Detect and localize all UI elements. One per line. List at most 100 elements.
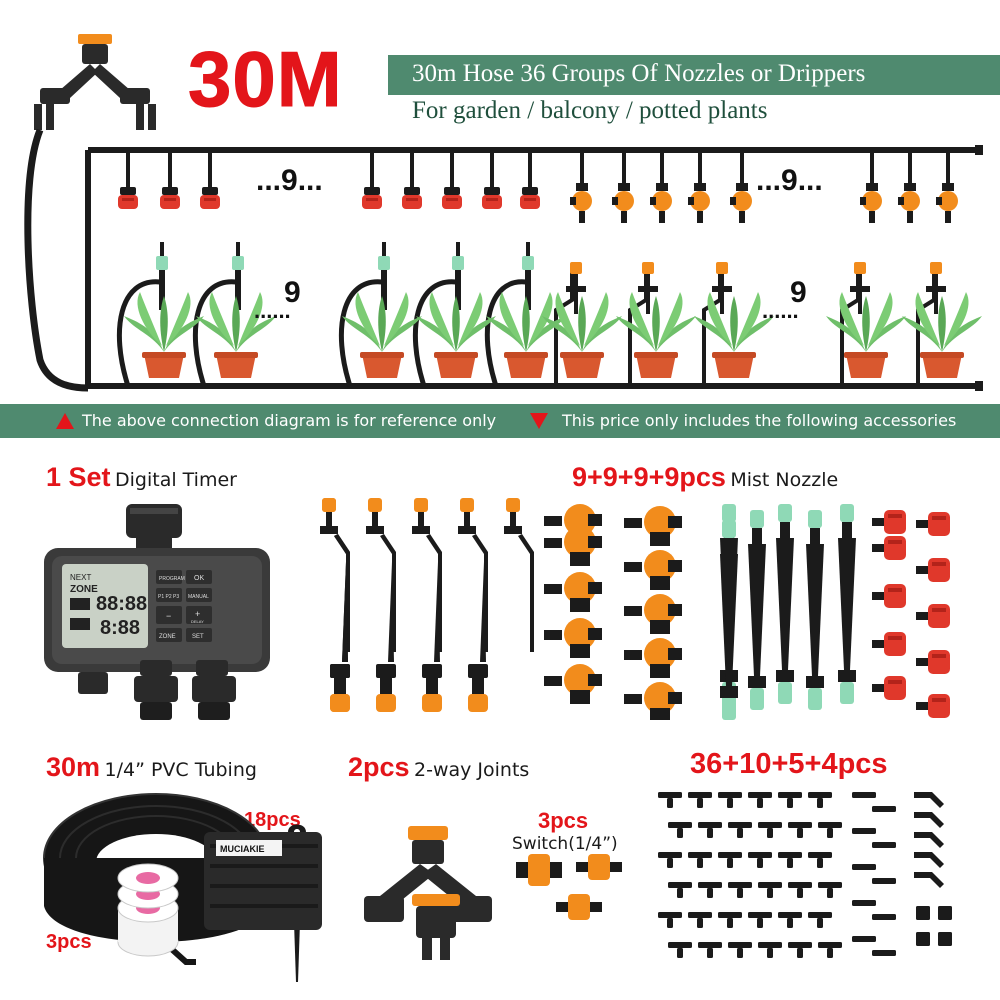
btn-plus: +: [195, 609, 200, 619]
tubing-name: 1/4” PVC Tubing: [104, 759, 257, 781]
tee-connector: [818, 822, 842, 828]
straight-coupler: [872, 914, 896, 920]
tee-connector: [718, 792, 742, 798]
tape-qty: 3pcs: [46, 931, 92, 953]
connectors-qty: 36+10+5+4pcs: [690, 748, 888, 780]
joints-name: 2-way Joints: [414, 759, 530, 781]
lcd-zone: ZONE: [70, 584, 98, 595]
red-drippers-icon: [872, 510, 950, 718]
tee-connector: [668, 942, 692, 948]
btn-delay: DELAY: [191, 619, 204, 624]
digital-timer-icon: NEXT ZONE 88:88 8:88 PROGRAM OK P1 P2 P3…: [44, 504, 270, 720]
stakes-qty: 18pcs: [244, 809, 301, 831]
header-banner: [388, 55, 1000, 95]
elbow-connector: [914, 812, 944, 828]
straight-coupler: [872, 878, 896, 884]
mint-stake-group: [116, 242, 534, 387]
lcd-time2: 8:88: [100, 617, 140, 639]
tee-connector: [758, 942, 782, 948]
bottom-orange-count: 9: [790, 276, 807, 309]
bag-brand: MUCIAKIE: [220, 844, 265, 854]
tubing-qty: 30m: [46, 752, 101, 782]
tee-connector: [788, 882, 812, 888]
timer-qty: 1 Set: [46, 462, 111, 492]
tee-connector: [658, 852, 682, 858]
orange-adjustable-drippers-icon: [544, 504, 682, 720]
tee-connector: [748, 912, 772, 918]
tee-connector: [748, 852, 772, 858]
straight-coupler: [852, 936, 876, 942]
switch-valve-icon: [516, 854, 622, 920]
joints-label: 2pcs 2-way Joints: [348, 754, 529, 781]
tee-connector: [758, 822, 782, 828]
straight-coupler: [872, 842, 896, 848]
y-connector-icon: [34, 34, 156, 130]
switch-qty: 3pcs: [538, 808, 589, 833]
header-subtitle: For garden / balcony / potted plants: [412, 97, 768, 124]
tee-connector: [698, 882, 722, 888]
top-red-dots: ...9...: [256, 164, 323, 197]
two-way-joint-icon: [364, 826, 492, 960]
triangle-down-icon: [530, 413, 548, 429]
tee-connector: [718, 912, 742, 918]
tee-connector: [668, 822, 692, 828]
bottom-mint-dots: ......: [254, 298, 291, 323]
connectors-grid-icon: [658, 792, 952, 958]
header-banner-text: 30m Hose 36 Groups Of Nozzles or Dripper…: [412, 60, 866, 87]
orange-spray-stakes-icon: [320, 498, 534, 712]
tee-connector: [728, 942, 752, 948]
end-plug: [938, 932, 952, 946]
tee-connector: [668, 882, 692, 888]
tee-connector: [808, 912, 832, 918]
straight-coupler: [852, 900, 876, 906]
btn-ok: OK: [194, 575, 204, 582]
btn-zone: ZONE: [159, 634, 176, 640]
btn-set: SET: [192, 634, 204, 640]
tee-connector: [788, 822, 812, 828]
notice-right: This price only includes the following a…: [562, 411, 957, 430]
elbow-connector: [914, 852, 944, 868]
tee-connector: [778, 792, 802, 798]
triangle-up-icon: [56, 413, 74, 429]
notice-band: [0, 404, 1000, 438]
connection-diagram: ...9... ...9... 9: [24, 34, 983, 392]
tee-connector: [808, 852, 832, 858]
tubing-label: 30m 1/4” PVC Tubing: [46, 754, 257, 781]
btn-manual: MANUAL: [188, 594, 209, 600]
bottom-mint-count: 9: [284, 276, 301, 309]
tee-connector: [688, 792, 712, 798]
tee-connector: [778, 852, 802, 858]
timer-name: Digital Timer: [115, 469, 237, 491]
switch-name: Switch(1/4”): [512, 834, 618, 854]
timer-label: 1 Set Digital Timer: [46, 464, 237, 491]
tee-connector: [818, 942, 842, 948]
btn-p123: P1 P2 P3: [158, 594, 179, 600]
tee-connector: [688, 912, 712, 918]
tee-connector: [658, 912, 682, 918]
tee-connector: [748, 792, 772, 798]
teflon-tape-icon: [117, 863, 179, 957]
tee-connector: [698, 942, 722, 948]
straight-coupler: [852, 792, 876, 798]
tee-connector: [728, 822, 752, 828]
lcd-time1: 88:88: [96, 593, 147, 615]
tee-connector: [718, 852, 742, 858]
tee-connector: [778, 912, 802, 918]
straight-coupler: [872, 806, 896, 812]
nozzle-label: 9+9+9+9pcs Mist Nozzle: [572, 464, 838, 491]
straight-coupler: [872, 950, 896, 956]
elbow-connector: [914, 872, 944, 888]
btn-program: PROGRAM: [159, 576, 185, 582]
mint-mist-stakes-icon: [720, 504, 856, 720]
straight-coupler: [852, 828, 876, 834]
bottom-orange-dots: ......: [762, 298, 799, 323]
tee-connector: [688, 852, 712, 858]
btn-minus: −: [166, 611, 171, 621]
tee-connector: [698, 822, 722, 828]
tee-connector: [788, 942, 812, 948]
tee-connector: [818, 882, 842, 888]
product-length-title: 30M: [188, 35, 343, 123]
end-plug: [916, 906, 930, 920]
tee-connector: [758, 882, 782, 888]
tee-connector: [658, 792, 682, 798]
